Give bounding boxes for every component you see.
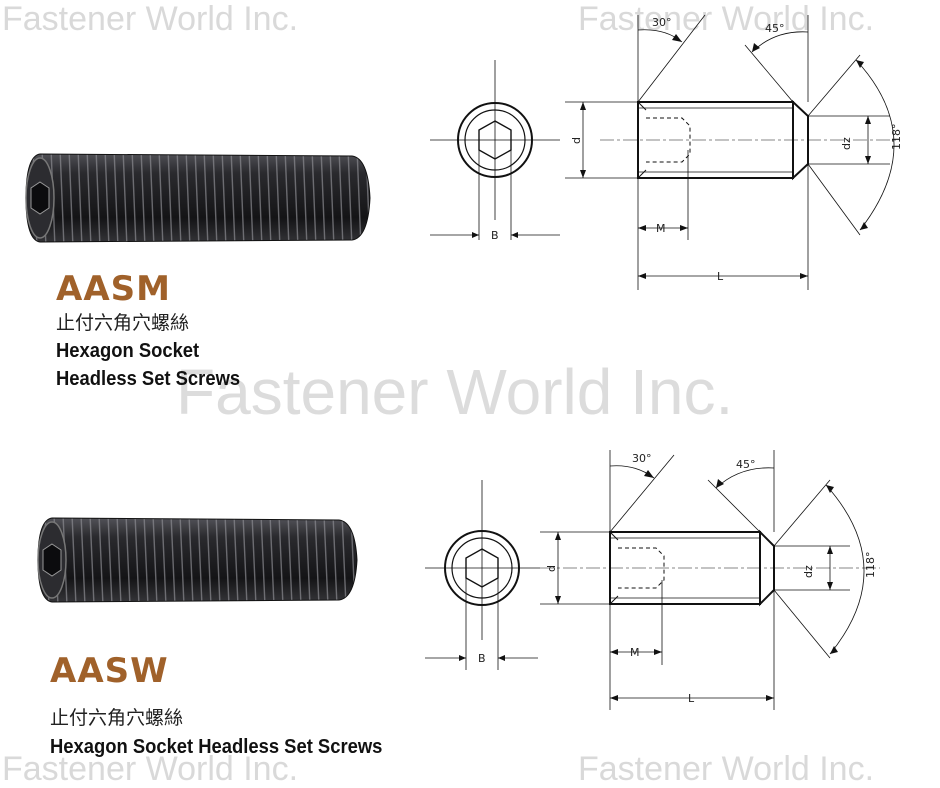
- aasw-label-d: d: [545, 565, 558, 572]
- watermark-top-right: Fastener World Inc.: [578, 0, 875, 38]
- aasm-product-code: AASM: [56, 269, 171, 309]
- aasw-name-chinese: 止付六角穴螺絲: [50, 707, 184, 729]
- aasw-technical-drawing: 30° 45° 118° d dz B M L: [425, 450, 880, 710]
- aasw-label-L: L: [688, 692, 695, 705]
- aasw-label-dz: dz: [802, 565, 815, 578]
- aasw-label-118: 118°: [864, 552, 877, 579]
- aasw-product-code: AASW: [50, 651, 169, 691]
- aasw-label-B: B: [478, 652, 486, 665]
- aasm-technical-drawing: 30° 45° 118° d dz B M L: [430, 14, 903, 290]
- aasw-screw-photo: [37, 517, 358, 603]
- aasm-label-dz: dz: [840, 137, 853, 150]
- aasw-label-M: M: [630, 646, 640, 659]
- aasw-label-45: 45°: [736, 458, 756, 471]
- aasm-name-chinese: 止付六角穴螺絲: [56, 312, 190, 334]
- watermark-top-left: Fastener World Inc.: [2, 0, 299, 38]
- aasw-name-english: Hexagon Socket Headless Set Screws: [50, 736, 383, 758]
- aasw-label-30: 30°: [632, 452, 652, 465]
- aasm-label-L: L: [717, 270, 724, 283]
- aasm-name-english-line1: Hexagon Socket: [56, 340, 200, 362]
- aasm-name-english-line2: Headless Set Screws: [56, 368, 241, 390]
- watermark-bottom-left: Fastener World Inc.: [2, 750, 299, 788]
- aasm-label-d: d: [570, 137, 583, 144]
- aasm-label-45: 45°: [765, 22, 785, 35]
- aasm-label-30: 30°: [652, 16, 672, 29]
- aasm-label-B: B: [491, 229, 499, 242]
- aasm-label-118: 118°: [890, 124, 903, 151]
- aasm-screw-photo: [25, 153, 371, 243]
- aasm-label-M: M: [656, 222, 666, 235]
- watermark-center: Fastener World Inc.: [176, 356, 734, 428]
- watermark-bottom-right: Fastener World Inc.: [578, 750, 875, 788]
